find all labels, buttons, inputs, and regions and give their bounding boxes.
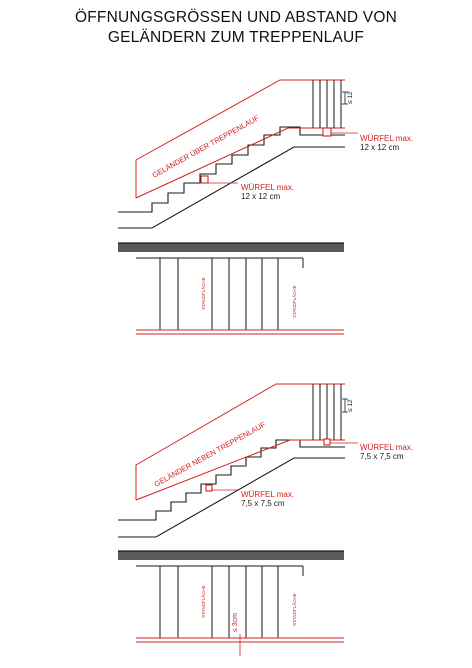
cube-marker-lower [205, 484, 213, 492]
gap-dimension-label: ≤ 12 [347, 399, 354, 412]
cube-label-lower-line1: WÜRFEL max. [241, 183, 294, 192]
cube-label-upper-line2: 12 x 12 cm [360, 143, 399, 152]
cube-marker-upper [323, 438, 331, 446]
gap-dimension-label: ≤ 12 [347, 91, 354, 104]
cube-label-upper-line1: WÜRFEL max. [360, 443, 413, 452]
cube-label-upper-line1: WÜRFEL max. [360, 134, 413, 143]
balusters-top [312, 80, 342, 128]
standflaeche-left: STANDFLÄCHE [200, 277, 206, 310]
cube-marker-lower [200, 175, 209, 184]
stair-underside-top [118, 146, 345, 229]
slab-top [118, 243, 344, 252]
railing-label: GELÄNDER NEBEN TREPPENLAUF [153, 420, 268, 489]
cube-label-upper-line2: 7,5 x 7,5 cm [360, 452, 404, 461]
plan-bottom: ≤ 3cm STANDFLÄCHE STANDFLÄCHE [118, 550, 344, 656]
railing-outline-bottom [135, 383, 345, 500]
standflaeche-right: STANDFLÄCHE [291, 285, 297, 318]
stair-flight-bottom [118, 439, 345, 521]
section-bottom: ≤ 12 WÜRFEL max. 7,5 x 7,5 cm WÜRFEL max… [118, 383, 413, 538]
plan-gap-label: ≤ 3cm [232, 613, 239, 632]
title-line-1: ÖFFNUNGSGRÖSSEN UND ABSTAND VON [75, 9, 397, 26]
title-line-2: GELÄNDERN ZUM TREPPENLAUF [107, 29, 365, 46]
plan-balusters-top [159, 258, 304, 330]
railing-outline-top [135, 79, 345, 198]
cube-label-lower-line2: 7,5 x 7,5 cm [241, 499, 285, 508]
cube-label-lower-line2: 12 x 12 cm [241, 192, 280, 201]
stair-underside-bottom [118, 457, 345, 538]
slab-bottom [118, 551, 344, 560]
plan-balusters-bottom [159, 566, 304, 638]
balusters-bottom [312, 384, 342, 440]
cube-label-lower-line1: WÜRFEL max. [241, 490, 294, 499]
railing-label: GELÄNDER ÜBER TREPPENLAUF [151, 113, 261, 180]
stair-flight-top [118, 126, 345, 213]
standflaeche-right: STANDFLÄCHE [291, 593, 297, 626]
plan-top: STANDFLÄCHE STANDFLÄCHE [118, 242, 344, 335]
standflaeche-left: STANDFLÄCHE [200, 585, 206, 618]
cube-marker-upper [322, 127, 332, 137]
section-top: ≤ 12 WÜRFEL max. 12 x 12 cm WÜRFEL max. … [118, 79, 413, 229]
